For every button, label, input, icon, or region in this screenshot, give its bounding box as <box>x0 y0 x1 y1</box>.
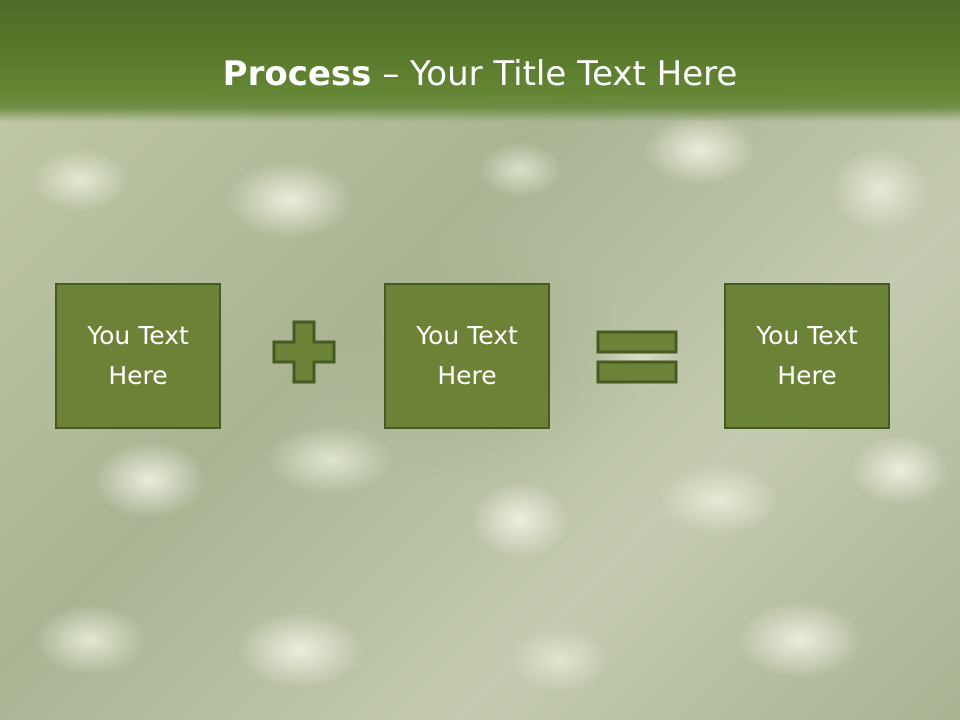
plus-icon <box>272 320 336 384</box>
process-box-2[interactable]: You Text Here <box>384 283 550 429</box>
slide-title[interactable]: Process – Your Title Text Here <box>0 52 960 96</box>
process-box-2-label: You Text Here <box>416 321 518 390</box>
process-box-1-label: You Text Here <box>87 321 189 390</box>
equals-icon <box>596 330 678 384</box>
process-box-1[interactable]: You Text Here <box>55 283 221 429</box>
process-box-3[interactable]: You Text Here <box>724 283 890 429</box>
title-dash: – <box>371 54 411 94</box>
process-box-3-label: You Text Here <box>756 321 858 390</box>
title-bold: Process <box>222 54 372 94</box>
title-bar <box>0 0 960 122</box>
title-rest: Your Title Text Here <box>410 54 738 94</box>
